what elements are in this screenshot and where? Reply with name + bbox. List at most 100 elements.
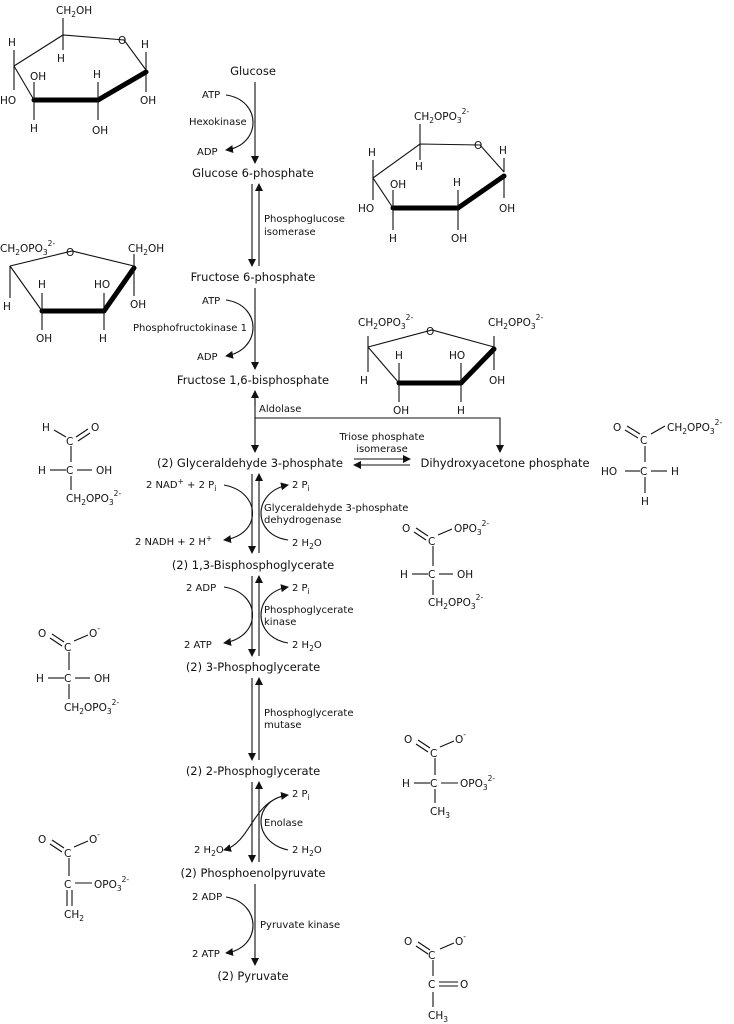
svg-text:CH2OPO32-: CH2OPO32-	[428, 593, 483, 611]
metabolite-phosphoenolpyruvate: (2) Phosphoenolpyruvate	[181, 866, 326, 880]
curve-hexokinase	[225, 94, 254, 153]
enzyme-aldolase: Aldolase	[259, 404, 301, 415]
svg-text:CH2OPO32-: CH2OPO32-	[667, 418, 722, 436]
svg-text:C: C	[428, 569, 435, 581]
svg-text:CH2OPO32-: CH2OPO32-	[488, 313, 543, 331]
enzyme-pyruvate-kinase: Pyruvate kinase	[260, 920, 340, 931]
metabolite-2-phosphoglycerate: (2) 2-Phosphoglycerate	[186, 764, 320, 778]
svg-text:OH: OH	[94, 673, 110, 685]
svg-text:H: H	[671, 466, 679, 478]
svg-text:OH: OH	[130, 299, 146, 311]
metabolite-fructose-1-6-bisphosphate: Fructose 1,6-bisphosphate	[177, 373, 329, 387]
svg-text:H: H	[141, 39, 149, 51]
svg-text:O-: O-	[89, 830, 100, 846]
svg-text:H: H	[400, 569, 408, 581]
cofactor-atp-2: ATP	[202, 296, 220, 307]
svg-text:H: H	[395, 350, 403, 362]
svg-text:CH2OPO32-: CH2OPO32-	[66, 489, 121, 507]
enzyme-phosphofructokinase: Phosphofructokinase 1	[133, 323, 247, 334]
curve-pyruvate-kinase	[225, 896, 254, 956]
cofactor-pi-1: 2 Pi	[292, 480, 310, 493]
svg-text:O: O	[404, 936, 412, 948]
cofactor-adp-2: ADP	[197, 352, 218, 363]
enzyme-triose-phosphate-isomerase-1: Triose phosphate	[338, 432, 424, 443]
structure-fructose-6-phosphate: CH2OPO32- O CH2OH H H OH HO H OH	[0, 239, 164, 345]
svg-text:H: H	[389, 233, 397, 245]
cofactor-h2o-3: 2 H2O	[194, 845, 224, 858]
svg-text:OH: OH	[451, 233, 467, 245]
cofactor-adp-1: ADP	[197, 147, 218, 158]
svg-text:H: H	[93, 69, 101, 81]
svg-text:C: C	[428, 950, 435, 962]
svg-text:OPO32-: OPO32-	[94, 875, 129, 893]
svg-text:OPO32-: OPO32-	[460, 774, 495, 792]
svg-text:O: O	[38, 834, 46, 846]
svg-text:H: H	[453, 177, 461, 189]
enzyme-pgk-2: kinase	[264, 617, 296, 628]
cofactor-2-atp-1: 2 ATP	[184, 640, 212, 651]
structure-fructose-1-6-bisphosphate: CH2OPO32- O CH2OPO32- H H OH HO H OH	[358, 313, 543, 417]
svg-text:C: C	[640, 435, 647, 447]
svg-text:CH2: CH2	[64, 909, 84, 923]
svg-text:H: H	[30, 123, 38, 135]
svg-text:OH: OH	[30, 71, 46, 83]
svg-text:OH: OH	[140, 95, 156, 107]
svg-text:O: O	[66, 247, 74, 259]
svg-text:CH2OPO32-: CH2OPO32-	[414, 107, 469, 125]
svg-text:O: O	[460, 979, 468, 991]
metabolite-glucose-6-phosphate: Glucose 6-phosphate	[192, 166, 314, 180]
svg-text:H: H	[42, 422, 50, 434]
svg-text:OH: OH	[36, 333, 52, 345]
enzyme-pgm-1: Phosphoglycerate	[264, 708, 354, 719]
svg-text:C: C	[66, 465, 73, 477]
svg-text:HO: HO	[0, 95, 16, 107]
svg-text:C: C	[428, 536, 435, 548]
enzyme-triose-phosphate-isomerase-2: isomerase	[356, 444, 408, 455]
svg-text:C: C	[430, 748, 437, 760]
svg-text:C: C	[64, 673, 71, 685]
svg-text:C: C	[428, 979, 435, 991]
svg-text:CH2OH: CH2OH	[56, 5, 92, 19]
svg-text:H: H	[8, 37, 16, 49]
structure-glucose: CH2OH H O H HO OH H H OH H OH	[0, 5, 156, 137]
metabolite-fructose-6-phosphate: Fructose 6-phosphate	[191, 270, 316, 284]
curve-gapdh-right	[260, 482, 289, 541]
svg-text:H: H	[36, 673, 44, 685]
enzyme-gapdh-2: dehydrogenase	[264, 515, 341, 526]
structure-phosphoenolpyruvate: O C O- C OPO32- CH2	[38, 830, 129, 923]
enzyme-enolase: Enolase	[264, 818, 303, 829]
svg-text:O-: O-	[89, 624, 100, 640]
svg-text:H: H	[3, 301, 11, 313]
svg-text:CH3: CH3	[430, 806, 450, 820]
svg-text:OPO32-: OPO32-	[454, 519, 489, 537]
svg-text:OH: OH	[92, 125, 108, 137]
enzyme-hexokinase: Hexokinase	[189, 117, 247, 128]
svg-text:H: H	[641, 496, 649, 508]
structure-dihydroxyacetone-phosphate: O C CH2OPO32- HO C H H	[601, 418, 722, 508]
pathway: Glucose Glucose 6-phosphate Fructose 6-p…	[133, 64, 590, 983]
enzyme-phosphoglucose-isomerase-2: isomerase	[264, 227, 316, 238]
structure-glucose-6-phosphate: CH2OPO32- H O H HO OH H H OH H OH	[358, 107, 515, 245]
curve-pgk-right	[260, 584, 289, 644]
structure-glyceraldehyde-3-phosphate: H O C H C OH CH2OPO32-	[38, 422, 121, 507]
cofactor-pi-2: 2 Pi	[292, 583, 310, 596]
metabolite-glucose: Glucose	[230, 64, 276, 78]
cofactor-nadh: 2 NADH + 2 H+	[135, 534, 212, 548]
svg-text:CH2OPO32-: CH2OPO32-	[64, 698, 119, 716]
svg-text:CH2OPO32-: CH2OPO32-	[0, 239, 55, 257]
svg-text:O: O	[474, 140, 482, 152]
enzyme-phosphoglucose-isomerase-1: Phosphoglucose	[264, 214, 345, 225]
cofactor-2-atp-2: 2 ATP	[192, 949, 220, 960]
svg-text:HO: HO	[601, 466, 617, 478]
svg-text:H: H	[57, 53, 65, 65]
svg-text:H: H	[499, 145, 507, 157]
svg-text:H: H	[99, 333, 107, 345]
svg-text:H: H	[38, 279, 46, 291]
svg-text:OH: OH	[96, 465, 112, 477]
svg-text:C: C	[640, 466, 647, 478]
svg-text:O: O	[426, 326, 434, 338]
structure-pyruvate: O C O- C O CH3	[404, 932, 468, 1024]
svg-text:O: O	[38, 628, 46, 640]
svg-text:OH: OH	[489, 375, 505, 387]
enzyme-pgk-1: Phosphoglycerate	[264, 605, 354, 616]
